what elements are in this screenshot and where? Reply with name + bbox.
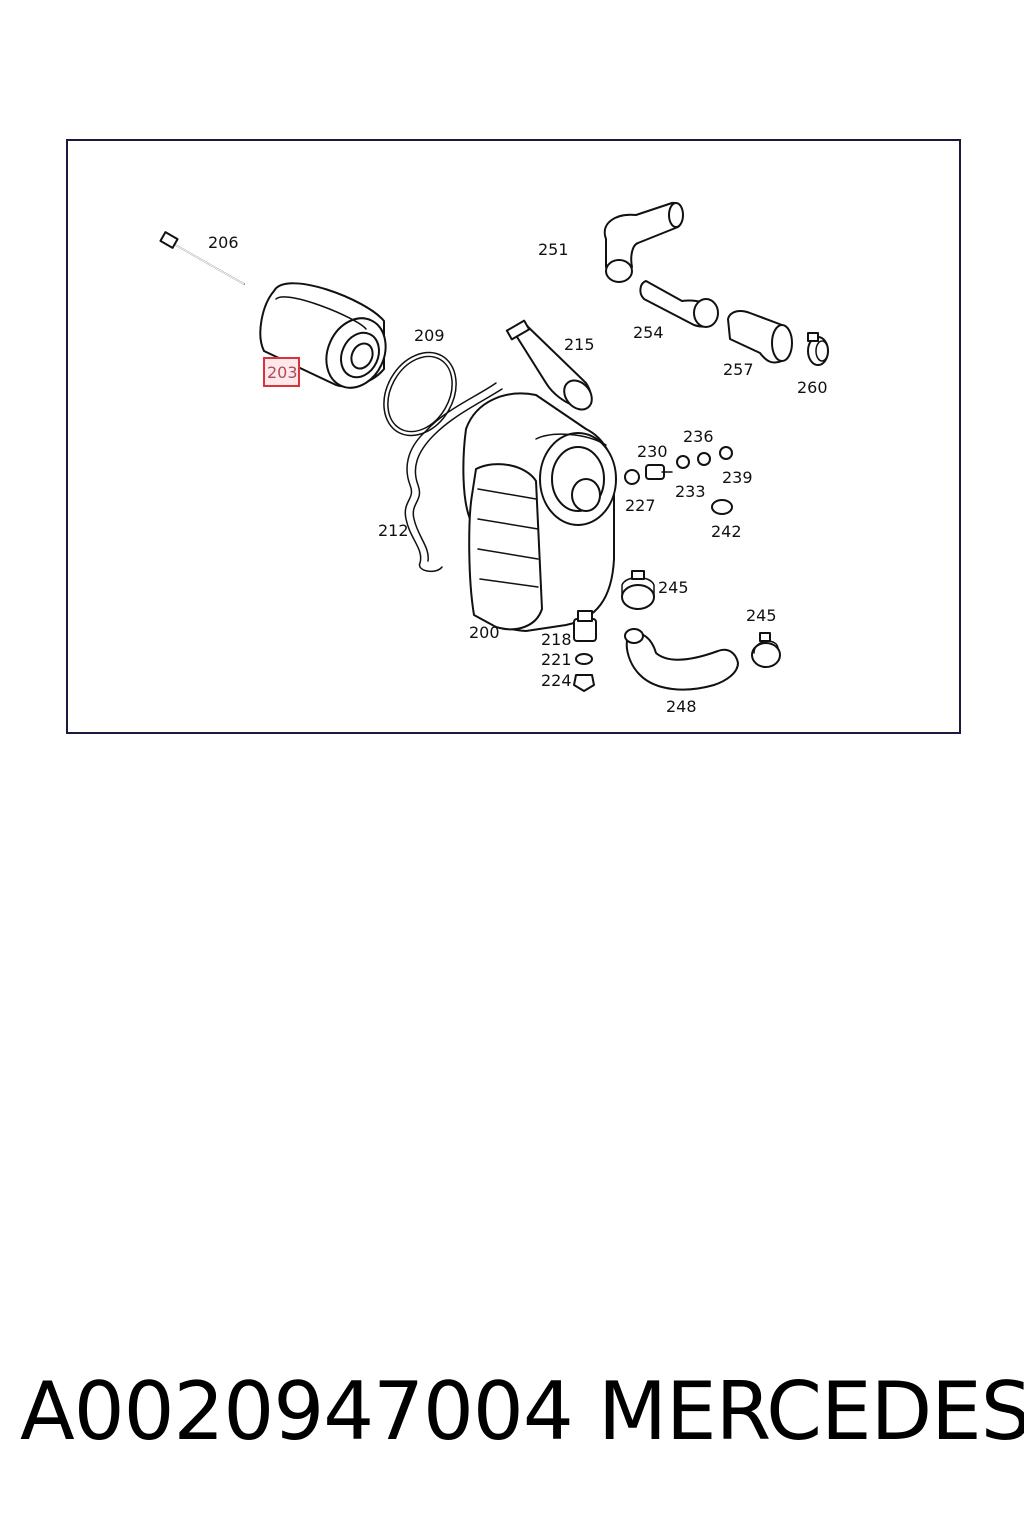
mount-parts-218-224 — [573, 610, 597, 692]
callout-257: 257 — [723, 360, 754, 379]
callout-227: 227 — [625, 496, 656, 515]
callout-245-lower: 245 — [746, 606, 777, 625]
bolt-part-206 — [159, 231, 245, 285]
callout-251: 251 — [538, 240, 569, 259]
callout-221: 221 — [541, 650, 572, 669]
hose-part-257 — [727, 310, 793, 364]
callout-230: 230 — [637, 442, 668, 461]
hose-part-248 — [624, 628, 739, 691]
hose-clamp-part-245 — [621, 570, 781, 668]
callout-218: 218 — [541, 630, 572, 649]
highlight-box-203 — [263, 357, 300, 387]
callout-233: 233 — [675, 482, 706, 501]
hose-part-254 — [639, 280, 719, 328]
callout-236: 236 — [683, 427, 714, 446]
callout-245-upper: 245 — [658, 578, 689, 597]
callout-242: 242 — [711, 522, 742, 541]
callout-200: 200 — [469, 623, 500, 642]
gasket-part-212 — [404, 382, 503, 573]
hose-part-251 — [603, 201, 684, 283]
callout-254: 254 — [633, 323, 664, 342]
callout-260: 260 — [797, 378, 828, 397]
callout-248: 248 — [666, 697, 697, 716]
callout-239: 239 — [722, 468, 753, 487]
sealing-ring-part-209 — [383, 351, 457, 437]
callout-212: 212 — [378, 521, 409, 540]
hose-clamp-part-260 — [807, 332, 829, 366]
callout-215: 215 — [564, 335, 595, 354]
filter-housing-part-200 — [462, 392, 617, 632]
callout-203: 203 — [267, 363, 298, 382]
parts-diagram: 206 203 209 251 254 215 257 260 230 236 … — [66, 139, 961, 734]
part-number: A0020947004 — [20, 1365, 574, 1458]
callout-224: 224 — [541, 671, 572, 690]
callout-206: 206 — [208, 233, 239, 252]
intake-pipe-part-215 — [505, 319, 593, 411]
brand-name: MERCEDES — [598, 1365, 1024, 1458]
callout-209: 209 — [414, 326, 445, 345]
hardware-parts-227-242 — [624, 446, 733, 515]
